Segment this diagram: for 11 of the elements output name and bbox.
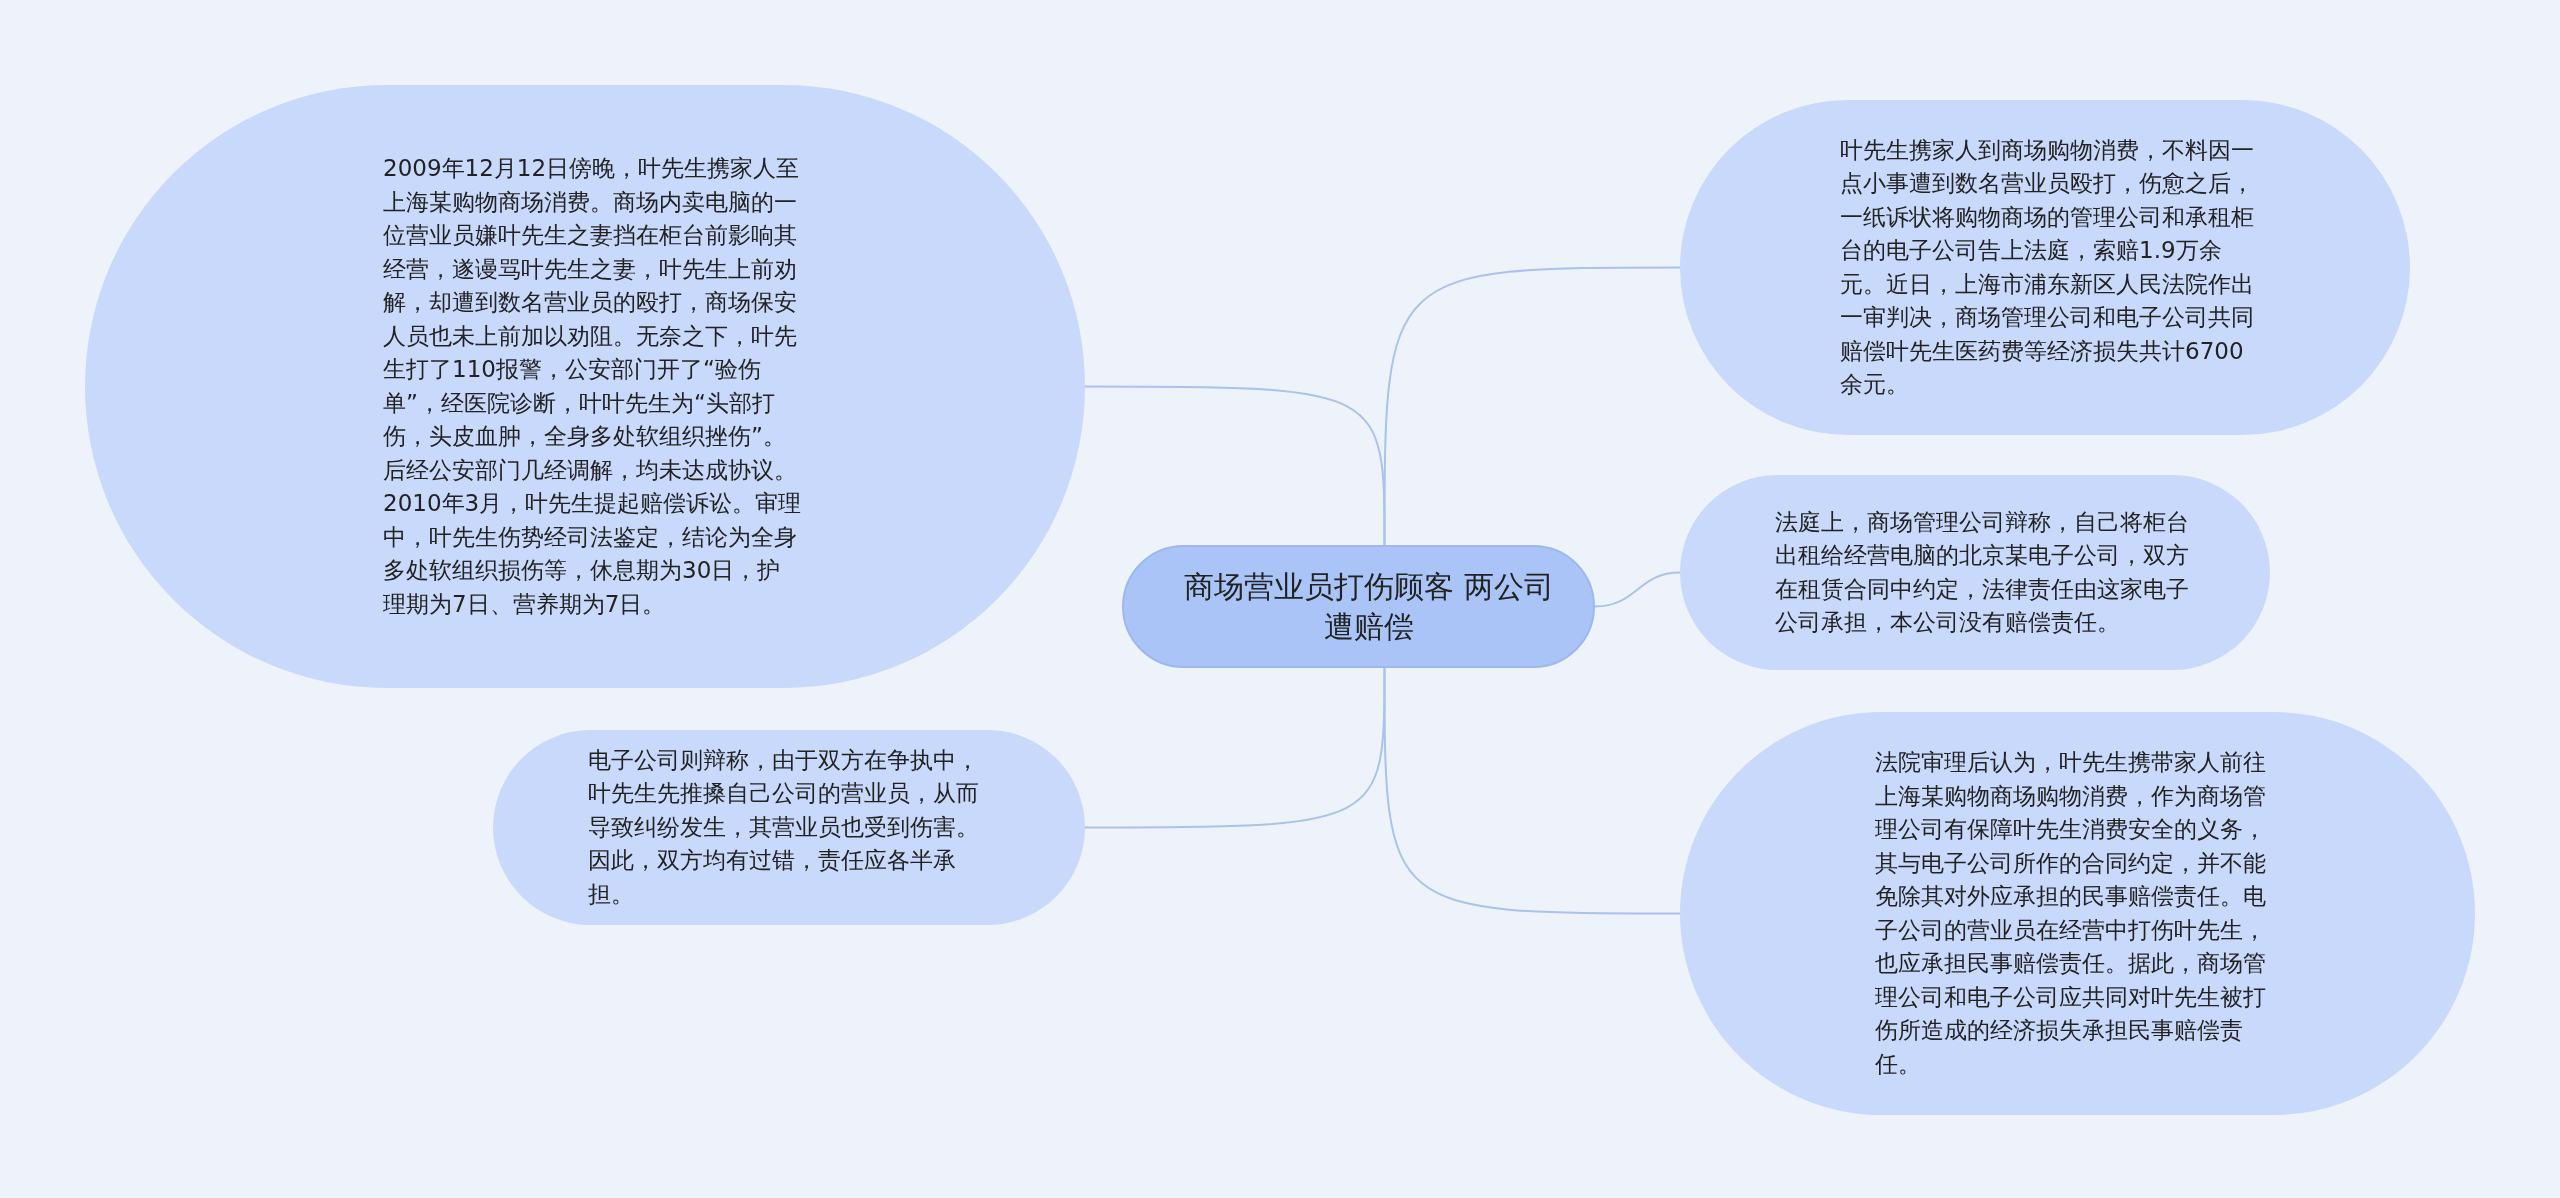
connector <box>1594 571 1681 608</box>
connector <box>1383 266 1681 546</box>
paragraph: 电子公司则辩称，由于双方在争执中，叶先生先推搡自己公司的营业员，从而导致纠纷发生，其营业员也受到伤害。因此，双方均有过错，责任应各半承担。 <box>588 745 980 909</box>
topic-text: 商场营业员打伤顾客 两公司遭赔偿 <box>1183 567 1555 646</box>
connector <box>1383 667 1681 915</box>
connector <box>1084 667 1386 829</box>
paragraph: 叶先生携家人到商场购物消费，不料因一点小事遭到数名营业员殴打，伤愈之后，一纸诉状将购物商场的管理公司和承租柜台的电子公司告上法庭，索赔1.9万余元。近日，上海市浦东新区人民法院作出一审判决，商场管理公司和电子公司共同赔偿叶先生医药费等经济损失共计6700余元。 <box>1840 135 2255 399</box>
paragraph: 2009年12月12日傍晚，叶先生携家人至上海某购物商场消费。商场内卖电脑的一位营业员嫌叶先生之妻挡在柜台前影响其经营，遂谩骂叶先生之妻，叶先生上前劝解，却遭到数名营业员的殴打，商场保安人员也未上前加以劝阻。无奈之下，叶先生打了110报警，公安部门开了“验伤单”，经医院诊断，叶叶先生为“头部打伤，头皮血肿，全身多处软组织挫伤”。后经公安部门几经调解，均未达成协议。2010年3月，叶先生提起赔偿诉讼。审理中，叶先生伤势经司法鉴定，结论为全身多处软组织损伤等，休息期为30日，护理期为7日、营养期为7日。 <box>383 154 803 619</box>
paragraph: 法庭上，商场管理公司辩称，自己将柜台出租给经营电脑的北京某电子公司，双方在租赁合同中约定，法律责任由这家电子公司承担，本公司没有赔偿责任。 <box>1775 507 2190 637</box>
paragraph: 法院审理后认为，叶先生携带家人前往上海某购物商场购物消费，作为商场管理公司有保障叶先生消费安全的义务，其与电子公司所作的合同约定，并不能免除其对外应承担的民事赔偿责任。电子公司的营业员在经营中打伤叶先生，也应承担民事赔偿责任。据此，商场管理公司和电子公司应共同对叶先生被打伤所造成的经济损失承担民事赔偿责任。 <box>1875 748 2267 1079</box>
connector <box>1084 385 1386 546</box>
